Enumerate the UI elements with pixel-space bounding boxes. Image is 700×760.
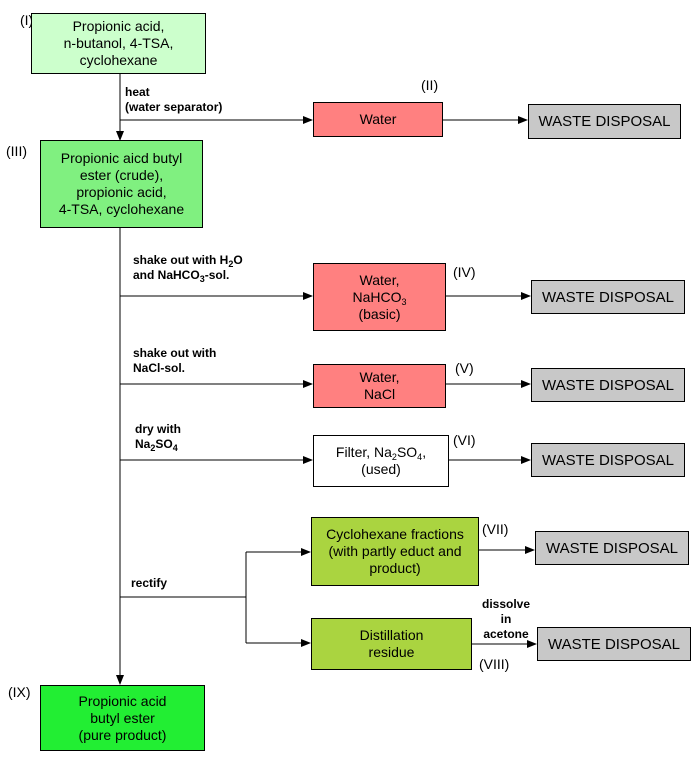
waste-disposal-vi: WASTE DISPOSAL <box>531 443 685 477</box>
box-text-line: Propionic acid, <box>72 18 165 34</box>
waste-disposal-viii: WASTE DISPOSAL <box>537 627 691 661</box>
box-water-iv: Water, NaHCO3 (basic) <box>313 263 446 331</box>
waste-disposal-v: WASTE DISPOSAL <box>531 368 685 402</box>
numeral-v: (V) <box>455 360 474 376</box>
box-text-line: Cyclohexane fractions <box>326 526 464 542</box>
numeral-viii: (VIII) <box>479 656 510 672</box>
numeral-iv: (IV) <box>453 264 476 280</box>
box-text-line: 4-TSA, cyclohexane <box>58 201 185 217</box>
label-dry: dry with Na2SO4 <box>135 422 182 453</box>
box-start-reactants: Propionic acid,n-butanol, 4-TSA,cyclohex… <box>31 13 206 74</box>
box-text-line: butyl ester <box>90 709 155 726</box>
box-text-line: Water, <box>359 369 400 385</box>
box-text-line: ester (crude), <box>79 167 164 183</box>
numeral-ix: (IX) <box>8 684 31 700</box>
box-text-line: Distillation <box>359 627 424 643</box>
numeral-iii: (III) <box>6 143 27 159</box>
box-text-line: product) <box>369 560 421 576</box>
box-text-line: Propionic aicd butyl <box>60 150 183 166</box>
box-text-line: (pure product) <box>78 726 167 743</box>
box-water-v: Water,NaCl <box>313 364 446 408</box>
box-text-line: propionic acid, <box>76 184 167 200</box>
box-cyclohexane-vii: Cyclohexane fractions(with partly educt … <box>311 517 479 586</box>
numeral-ii: (II) <box>421 77 439 93</box>
numeral-vii: (VII) <box>482 521 509 537</box>
label-rectify: rectify <box>131 576 168 590</box>
waste-disposal-ii: WASTE DISPOSAL <box>528 104 681 139</box>
box-text-line: n-butanol, 4-TSA, <box>63 35 174 51</box>
box-text-line: cyclohexane <box>79 52 158 68</box>
waste-disposal-iv: WASTE DISPOSAL <box>531 280 685 314</box>
numeral-vi: (VI) <box>453 432 476 448</box>
box-filter-vi: Filter, Na2SO4, (used) <box>313 435 449 487</box>
box-water-ii: Water <box>313 102 443 137</box>
label-shake-nacl: shake out with NaCl-sol. <box>133 346 217 375</box>
waste-disposal-vii: WASTE DISPOSAL <box>535 531 689 565</box>
box-text-line: Water <box>359 111 397 127</box>
label-dissolve: dissolve in acetone <box>481 597 531 641</box>
box-text-line: (with partly educt and <box>328 543 462 559</box>
numeral-i: (I) <box>20 12 34 28</box>
label-heat: heat (water separator) <box>125 85 223 114</box>
box-text-line: residue <box>368 644 415 660</box>
label-shake-h2o: shake out with H2O and NaHCO3-sol. <box>133 253 243 284</box>
box-text-line: NaCl <box>363 386 396 402</box>
box-text-line: Propionic acid <box>78 692 167 709</box>
